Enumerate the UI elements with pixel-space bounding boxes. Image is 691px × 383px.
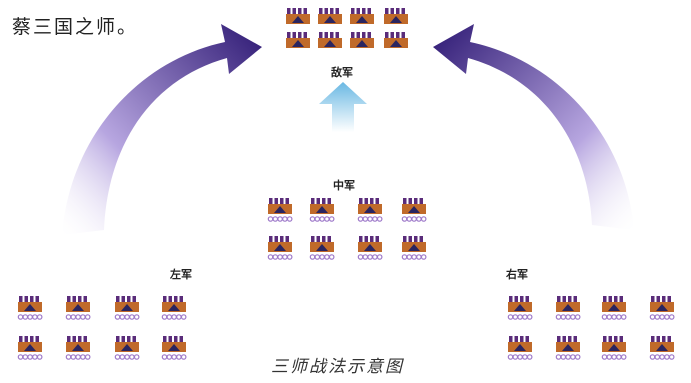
center-advance-arrow-icon xyxy=(319,82,367,132)
right-army-label: 右军 xyxy=(506,268,528,281)
right-unit xyxy=(601,336,627,360)
left-unit xyxy=(114,336,140,360)
enemy-unit xyxy=(384,8,408,24)
right-unit xyxy=(507,296,533,320)
center-unit xyxy=(309,198,335,222)
left-unit xyxy=(114,296,140,320)
enemy-unit xyxy=(318,8,342,24)
left-army-label: 左军 xyxy=(170,268,192,281)
right-unit xyxy=(555,296,581,320)
enemy-army-label: 敌军 xyxy=(331,66,353,79)
center-unit xyxy=(401,198,427,222)
page-title: 蔡三国之师。 xyxy=(12,16,139,38)
center-unit xyxy=(401,236,427,260)
right-flank-arrow-icon xyxy=(433,24,634,230)
center-unit xyxy=(267,198,293,222)
left-unit xyxy=(161,336,187,360)
diagram-caption: 三师战法示意图 xyxy=(271,357,404,377)
right-unit xyxy=(649,336,675,360)
enemy-unit xyxy=(318,32,342,48)
right-unit xyxy=(507,336,533,360)
center-unit xyxy=(357,236,383,260)
left-unit xyxy=(17,296,43,320)
right-unit xyxy=(555,336,581,360)
left-unit xyxy=(161,296,187,320)
center-unit xyxy=(309,236,335,260)
right-unit xyxy=(601,296,627,320)
army-units xyxy=(17,8,675,360)
enemy-unit xyxy=(286,32,310,48)
center-army-label: 中军 xyxy=(333,179,355,192)
enemy-unit xyxy=(286,8,310,24)
left-unit xyxy=(17,336,43,360)
center-unit xyxy=(267,236,293,260)
center-unit xyxy=(357,198,383,222)
left-unit xyxy=(65,336,91,360)
enemy-unit xyxy=(350,32,374,48)
enemy-unit xyxy=(350,8,374,24)
enemy-unit xyxy=(384,32,408,48)
right-unit xyxy=(649,296,675,320)
left-flank-arrow-icon xyxy=(62,24,262,235)
left-unit xyxy=(65,296,91,320)
